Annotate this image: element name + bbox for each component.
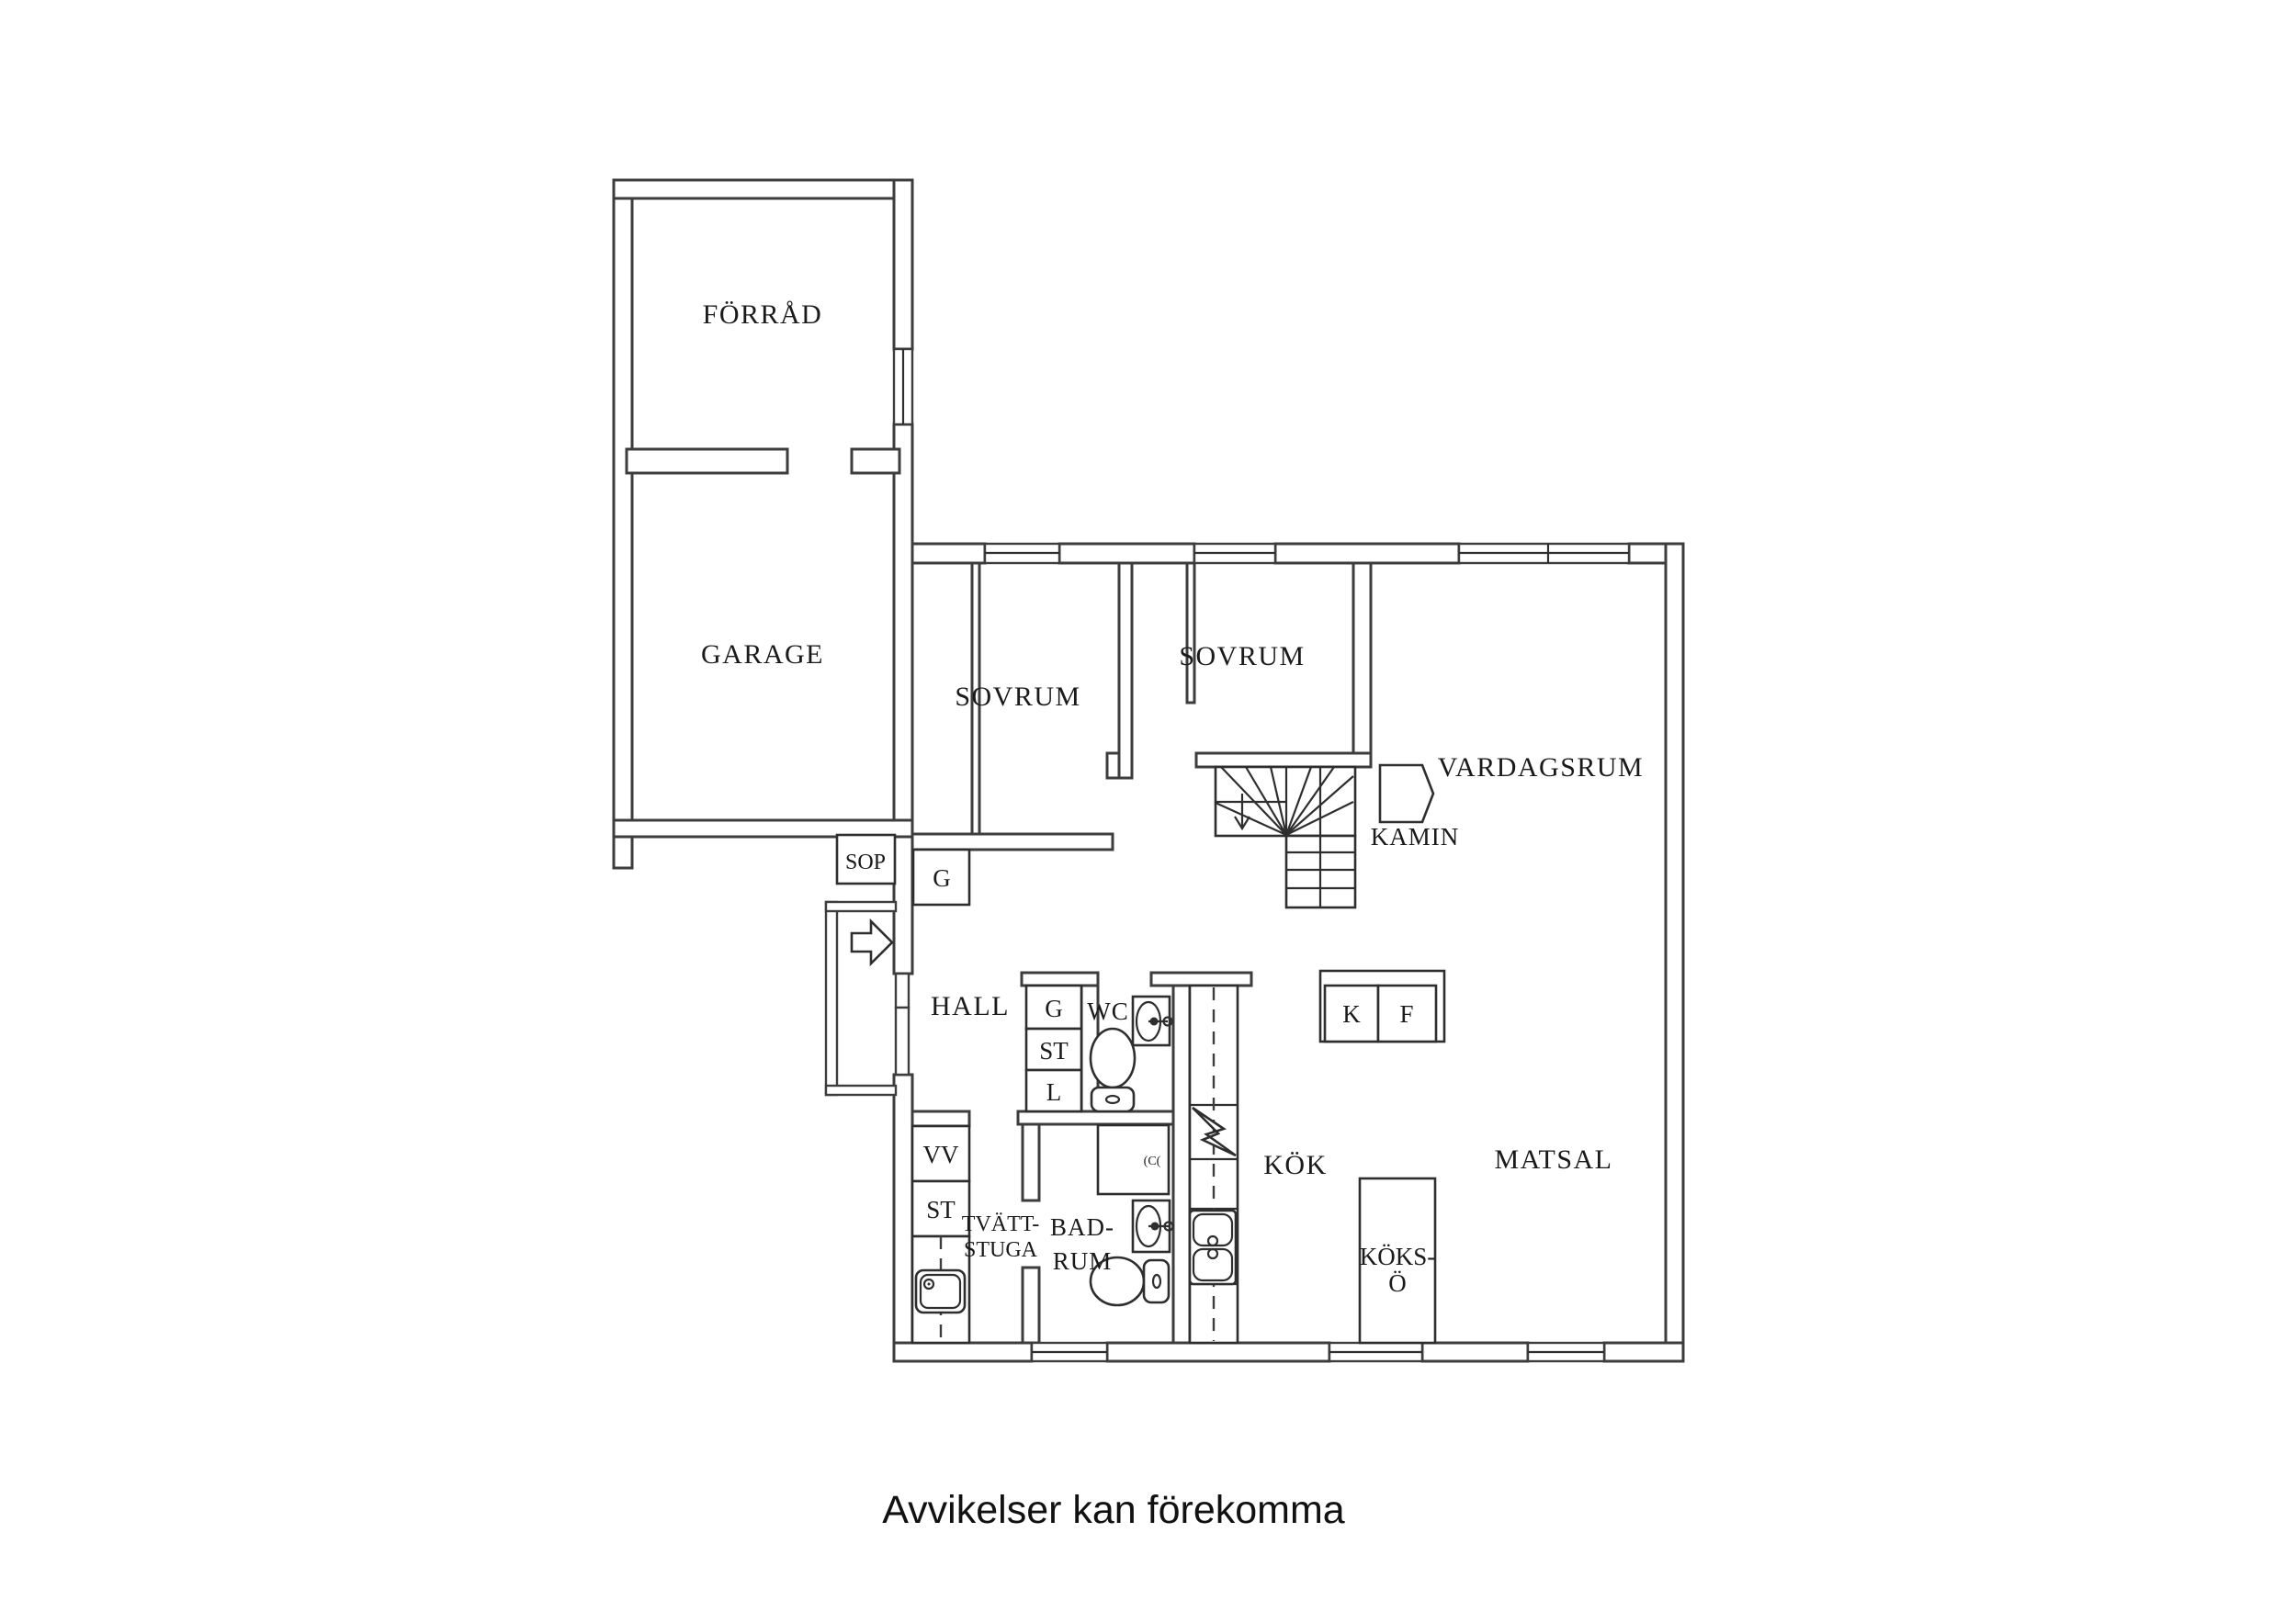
entry-vestibule [824,900,910,1097]
caption-disclaimer: Avvikelser kan förekomma [882,1488,1345,1532]
label-garage-wardrobe: G [933,864,951,892]
window-storage-east [892,347,914,426]
staircase [1214,765,1357,909]
water-heater [910,1124,971,1183]
shower-area [1096,1123,1171,1196]
wc-basin [1131,995,1173,1047]
bathroom-basin [1131,1199,1174,1254]
kitchen-island [1358,1177,1437,1345]
window-dining-south [1526,1341,1606,1363]
label-livingroom: VARDAGSRUM [1438,752,1645,783]
label-water-heater: VV [923,1141,959,1168]
window-bedroom1-north [983,542,1061,565]
laundry-shelf [910,1179,971,1238]
label-wc: WC [1087,997,1129,1025]
cabinets [835,833,1446,1345]
trash-closet [835,833,897,885]
room-labels: FÖRRÅD GARAGE SOVRUM SOVRUM VARDAGSRUM K… [701,299,1645,1297]
label-dining: MATSAL [1494,1144,1612,1175]
label-laundry-1: TVÄTT- [962,1212,1039,1236]
arrow-down-stairs-icon [1234,794,1250,831]
hall-wardrobe [1024,984,1083,1031]
label-fireplace: KAMIN [1371,823,1460,851]
window-kitchen-south [1328,1341,1424,1363]
wc-toilet [1089,1027,1137,1113]
laundry-sink [914,1268,967,1314]
label-bedroom2: SOVRUM [1179,641,1305,671]
window-bathroom-south [1030,1341,1109,1363]
label-freezer: F [1399,1000,1413,1028]
label-fridge: K [1342,1000,1361,1028]
kitchen-counter [1188,984,1239,1345]
bathroom-toilet [1089,1256,1171,1307]
label-island-1: KÖKS- [1360,1243,1436,1270]
label-bathroom-1: BAD- [1050,1213,1114,1241]
label-laundry-2: STUGA [964,1238,1038,1262]
label-hall-shelf: ST [1039,1037,1069,1065]
label-laundry-shelf: ST [926,1196,956,1223]
window-bedroom2-north [1193,542,1277,565]
label-garage: GARAGE [701,639,824,670]
fireplace-shape [1378,763,1435,824]
label-hall-linen: L [1046,1078,1062,1106]
label-shower-mark: (C( [1144,1155,1161,1168]
stove-lightning-icon [1192,1106,1237,1157]
hall-shelf [1024,1027,1083,1072]
label-bedroom1: SOVRUM [955,682,1080,712]
window-livingroom-north [1457,542,1631,565]
hall-linen [1024,1068,1083,1113]
freezer [1376,984,1438,1043]
label-bathroom-2: RUM [1053,1247,1113,1275]
label-kitchen: KÖK [1263,1150,1328,1180]
fixture-labels: SOP G G ST L VV ST K F (C( [845,851,1414,1223]
bathroom-fixtures [1089,1123,1174,1307]
label-island-2: Ö [1388,1269,1407,1297]
label-hall-wardrobe: G [1045,995,1063,1022]
exterior-walls [612,178,1685,1363]
arrow-right-entry-icon [850,918,894,967]
label-storage: FÖRRÅD [703,299,823,330]
garage-wardrobe [911,848,971,907]
windows [892,347,1631,1363]
label-trash: SOP [845,851,886,874]
label-hall: HALL [931,991,1010,1021]
kitchen-sink [1188,1209,1238,1286]
wc-fixtures [1089,995,1173,1113]
